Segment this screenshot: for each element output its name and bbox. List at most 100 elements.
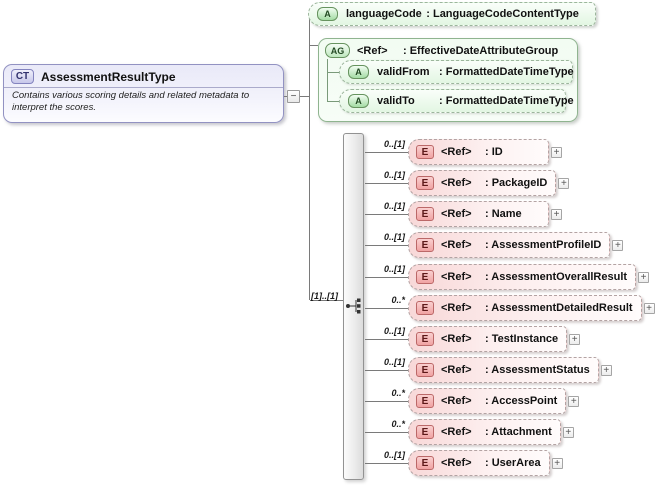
element-badge-icon: E xyxy=(416,425,434,439)
element-name: : AssessmentOverallResult xyxy=(485,271,628,283)
expand-icon[interactable]: + xyxy=(612,239,624,251)
element-name: : Name xyxy=(485,208,522,220)
element-box-testinstance[interactable]: E <Ref> : TestInstance xyxy=(408,326,568,352)
connector-line xyxy=(365,151,408,153)
complex-type-badge-icon: CT xyxy=(11,69,34,84)
expand-icon[interactable]: + xyxy=(638,271,650,283)
attribute-badge-icon: A xyxy=(317,7,338,21)
connector-line xyxy=(327,59,328,102)
divider xyxy=(4,87,283,88)
element-ref: <Ref> xyxy=(441,302,472,314)
element-box-userarea[interactable]: E <Ref> : UserArea xyxy=(408,450,550,476)
attribute-type: : FormattedDateTimeType xyxy=(439,95,574,107)
element-ref: <Ref> xyxy=(441,271,472,283)
element-ref: <Ref> xyxy=(441,239,472,251)
cardinality-label: 0..[1] xyxy=(383,326,405,336)
element-badge-icon: E xyxy=(416,238,434,252)
attribute-group-name: : EffectiveDateAttributeGroup xyxy=(403,44,559,57)
connector-line xyxy=(327,72,339,73)
element-row: 0..* E <Ref> : AssessmentDetailedResult … xyxy=(365,294,655,322)
element-row: 0..[1] E <Ref> : UserArea + xyxy=(365,449,563,477)
element-badge-icon: E xyxy=(416,270,434,284)
expand-icon[interactable]: + xyxy=(568,395,580,407)
attribute-type: : LanguageCodeContentType xyxy=(426,8,579,20)
element-badge-icon: E xyxy=(416,394,434,408)
element-ref: <Ref> xyxy=(441,364,472,376)
expand-icon[interactable]: + xyxy=(562,426,574,438)
expand-icon[interactable]: + xyxy=(551,457,563,469)
expand-icon[interactable]: + xyxy=(643,302,655,314)
element-box-assessmentoverallresult[interactable]: E <Ref> : AssessmentOverallResult xyxy=(408,264,637,290)
element-box-name[interactable]: E <Ref> : Name xyxy=(408,201,549,227)
element-box-assessmentdetailedresult[interactable]: E <Ref> : AssessmentDetailedResult xyxy=(408,295,642,321)
cardinality-label: 0..* xyxy=(391,388,405,398)
sequence-cardinality-label: [1]..[1] xyxy=(311,291,338,301)
attribute-box-validto[interactable]: A validTo: FormattedDateTimeType xyxy=(339,89,574,113)
cardinality-label: 0..[1] xyxy=(383,450,405,460)
cardinality-label: 0..* xyxy=(391,295,405,305)
element-box-assessmentstatus[interactable]: E <Ref> : AssessmentStatus xyxy=(408,357,599,383)
element-ref: <Ref> xyxy=(441,457,472,469)
collapse-icon[interactable]: − xyxy=(287,90,300,103)
attribute-group-box[interactable]: AG <Ref> : EffectiveDateAttributeGroup A… xyxy=(318,38,578,122)
element-name: : ID xyxy=(485,146,503,158)
element-row: 0..[1] E <Ref> : AssessmentStatus + xyxy=(365,356,612,384)
element-name: : AccessPoint xyxy=(485,395,558,407)
cardinality-label: 0..[1] xyxy=(383,232,405,242)
element-row: 0..[1] E <Ref> : TestInstance + xyxy=(365,325,581,353)
element-ref: <Ref> xyxy=(441,333,472,345)
element-row: 0..[1] E <Ref> : Name + xyxy=(365,200,562,228)
element-box-packageid[interactable]: E <Ref> : PackageID xyxy=(408,170,557,196)
element-name: : PackageID xyxy=(485,177,548,189)
attribute-box-languagecode[interactable]: A languageCode : LanguageCodeContentType xyxy=(308,2,596,26)
expand-icon[interactable]: + xyxy=(551,208,562,220)
attribute-group-badge-icon: AG xyxy=(325,43,350,58)
cardinality-label: 0..* xyxy=(391,419,405,429)
element-badge-icon: E xyxy=(416,363,434,377)
element-name: : Attachment xyxy=(485,426,552,438)
element-ref: <Ref> xyxy=(441,146,472,158)
sequence-icon[interactable] xyxy=(345,297,363,315)
element-box-accesspoint[interactable]: E <Ref> : AccessPoint xyxy=(408,388,567,414)
connector-line xyxy=(365,431,408,433)
connector-line xyxy=(284,96,287,97)
connector-line xyxy=(310,300,343,301)
expand-icon[interactable]: + xyxy=(569,333,581,345)
complex-type-name: AssessmentResultType xyxy=(41,69,176,84)
connector-line xyxy=(327,101,339,102)
attribute-group-ref: <Ref> xyxy=(357,44,388,57)
element-box-attachment[interactable]: E <Ref> : Attachment xyxy=(408,419,561,445)
expand-icon[interactable]: + xyxy=(558,177,570,189)
element-name: : AssessmentDetailedResult xyxy=(485,302,633,314)
cardinality-label: 0..[1] xyxy=(383,170,405,180)
cardinality-label: 0..[1] xyxy=(383,139,405,149)
connector-line xyxy=(310,45,318,46)
element-ref: <Ref> xyxy=(441,426,472,438)
connector-line xyxy=(365,182,408,184)
element-badge-icon: E xyxy=(416,145,434,159)
connector-line xyxy=(365,338,408,340)
element-badge-icon: E xyxy=(416,301,434,315)
connector-line xyxy=(365,276,408,278)
element-row: 0..[1] E <Ref> : PackageID + xyxy=(365,169,570,197)
complex-type-header: CT AssessmentResultType xyxy=(4,65,283,87)
expand-icon[interactable]: + xyxy=(600,364,612,376)
element-box-id[interactable]: E <Ref> : ID xyxy=(408,139,549,165)
element-name: : AssessmentProfileID xyxy=(485,239,602,251)
attribute-type: : FormattedDateTimeType xyxy=(439,66,574,78)
attribute-name: languageCode xyxy=(346,8,422,20)
element-ref: <Ref> xyxy=(441,208,472,220)
element-badge-icon: E xyxy=(416,456,434,470)
attribute-badge-icon: A xyxy=(348,94,369,108)
element-row: 0..* E <Ref> : AccessPoint + xyxy=(365,387,580,415)
attribute-box-validfrom[interactable]: A validFrom: FormattedDateTimeType xyxy=(339,60,574,84)
expand-icon[interactable]: + xyxy=(551,146,562,158)
complex-type-box[interactable]: CT AssessmentResultType Contains various… xyxy=(3,64,284,123)
element-name: : UserArea xyxy=(485,457,541,469)
element-row: 0..[1] E <Ref> : AssessmentProfileID + xyxy=(365,231,624,259)
connector-trunk-line xyxy=(309,14,310,300)
element-badge-icon: E xyxy=(416,332,434,346)
element-name: : TestInstance xyxy=(485,333,559,345)
element-box-assessmentprofileid[interactable]: E <Ref> : AssessmentProfileID xyxy=(408,232,611,258)
